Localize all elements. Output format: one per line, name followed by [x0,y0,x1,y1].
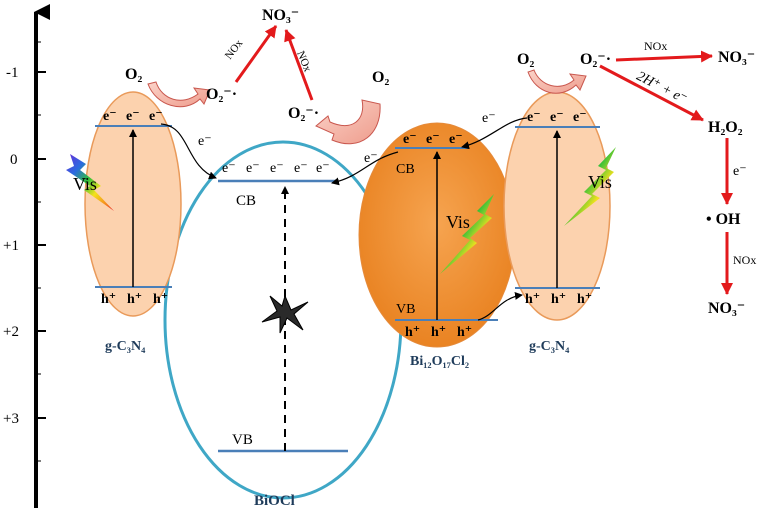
electron: e⁻ [733,164,747,179]
electron: e⁻ [482,111,496,126]
o2-radical-label: O₂⁻· [580,51,611,68]
visible-light-icon: Vis [440,194,494,274]
axis-tick-label: -1 [6,65,19,81]
transfer-arrow [331,151,399,186]
transfer-arrow [477,291,523,321]
hole: h⁺ [551,292,566,307]
electron: e⁻ [364,151,378,166]
electron: e⁻ [403,132,417,147]
electron: e⁻ [103,109,117,124]
hole: h⁺ [577,292,592,307]
biocl-vb-label: VB [232,432,253,448]
bi12-vb-label: VB [396,302,415,317]
o2-label: O₂ [517,51,534,68]
axis-tick-label: +2 [3,324,19,340]
nox-label: NOx [733,253,756,267]
o2-reduction-arrow [147,81,211,108]
o2-radical-label: O₂⁻· [206,86,237,103]
electron: e⁻ [426,132,440,147]
visible-light-icon: Vis [564,147,616,226]
electron: e⁻ [316,161,330,176]
electron: e⁻ [573,110,587,125]
hydroxyl-radical-label: • OH [706,211,741,228]
electron: e⁻ [294,161,308,176]
nox-arrow [284,29,314,101]
h2o2-label: H₂O₂ [708,119,743,136]
hole: h⁺ [431,325,446,340]
o2-radical-label: O₂⁻· [288,105,319,122]
visible-light-icon: Vis [66,154,114,211]
hole: h⁺ [525,292,540,307]
electron: e⁻ [449,132,463,147]
transfer-arrow [461,117,528,150]
o2-reduction-arrow [527,69,587,94]
o2-label: O₂ [372,69,389,86]
gcn-right-label: g-C₃N₄ [529,339,570,354]
hole: h⁺ [457,325,472,340]
nox-label: NOx [223,37,246,62]
energy-axis: -1 0 +1 +2 +3 [3,4,50,508]
hole: h⁺ [127,292,142,307]
no3-label: NO₃⁻ [262,7,299,24]
bi12-cb-label: CB [396,162,415,177]
axis-tick-label: 0 [10,152,18,168]
vis-label: Vis [588,172,612,192]
gcn-left-label: g-C₃N₄ [105,339,146,354]
electron: e⁻ [222,161,236,176]
biocl-cb-label: CB [236,193,256,209]
electron: e⁻ [246,161,260,176]
nox-arrow [615,50,713,63]
transfer-arrows [160,117,528,321]
vis-label: Vis [446,212,470,232]
transfer-arrow [160,123,217,180]
o2-label: O₂ [125,66,142,83]
hole: h⁺ [101,292,116,307]
electron: e⁻ [270,161,284,176]
no3-label: NO₃⁻ [718,49,755,66]
electron: e⁻ [149,109,163,124]
vis-label: Vis [73,174,97,194]
blocked-star-icon [261,294,309,334]
o2-reduction-arrow [315,99,381,145]
electron: e⁻ [198,134,212,149]
hole: h⁺ [153,292,168,307]
no3-label: NO₃⁻ [708,300,745,317]
gcn-left-semiconductor: e⁻ e⁻ e⁻ h⁺ h⁺ h⁺ g-C₃N₄ Vis [66,91,182,354]
electron: e⁻ [126,109,140,124]
electron: e⁻ [527,110,541,125]
axis-tick-label: +3 [3,411,19,427]
nox-label: NOx [644,39,667,53]
left-reaction: O₂ O₂⁻· NOx NO₃⁻ NOx O₂⁻· O₂ [125,7,389,145]
biocl-label: BiOCl [254,493,295,509]
bi12-semiconductor: CB VB e⁻ e⁻ e⁻ h⁺ h⁺ h⁺ Bi₁₂O₁₇Cl₂ Vis [358,122,516,369]
axis-tick-label: +1 [3,238,19,254]
gcn-right-semiconductor: e⁻ e⁻ e⁻ h⁺ h⁺ h⁺ g-C₃N₄ Vis [503,91,616,354]
nox-arrow [234,25,278,83]
electron: e⁻ [550,110,564,125]
bi12-label: Bi₁₂O₁₇Cl₂ [410,354,469,369]
hole: h⁺ [405,325,420,340]
h2o2-formation-arrow [599,64,704,122]
